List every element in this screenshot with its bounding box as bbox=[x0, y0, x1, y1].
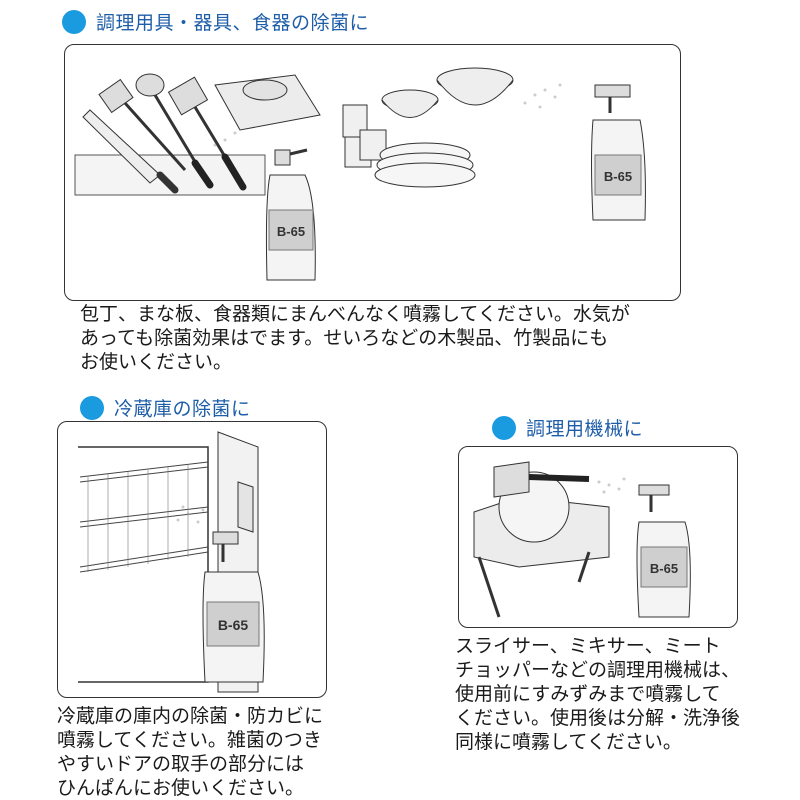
description-line: ください。使用後は分解・洗浄後 bbox=[455, 707, 741, 729]
shelf-wire-icon bbox=[87, 464, 189, 572]
description-line: チョッパーなどの調理用機械は、 bbox=[455, 659, 741, 681]
description-line: 噴霧してください。雑菌のつき bbox=[57, 729, 322, 751]
spray-mist-icon bbox=[176, 505, 205, 524]
slicer-icon bbox=[473, 461, 610, 618]
description-line: ひんぱんにお使いください。 bbox=[57, 777, 305, 799]
shelf-icon bbox=[79, 461, 209, 573]
slicer-illustration: B-65 bbox=[473, 461, 691, 618]
product-label: B-65 bbox=[604, 169, 632, 184]
spray-bottle-icon: B-65 bbox=[591, 84, 646, 221]
bullet-dot-icon bbox=[62, 9, 86, 34]
spatula-icon bbox=[98, 78, 187, 172]
illustration-utensils-panel: B-65 B-65 bbox=[64, 44, 681, 301]
description-line: 使用前にすみずみまで噴霧して bbox=[455, 683, 721, 705]
refrigerator-illustration: B-65 bbox=[78, 431, 265, 693]
tray-icon bbox=[214, 74, 321, 131]
description-line: やすいドアの取手の部分には bbox=[57, 753, 305, 775]
description-line: 冷蔵庫の庫内の除菌・防カビに bbox=[57, 705, 324, 727]
spray-bottle-icon: B-65 bbox=[636, 484, 691, 618]
door-handle-icon bbox=[237, 481, 254, 533]
spray-mist-icon bbox=[597, 477, 626, 494]
machines-description: スライサー、ミキサー、ミート チョッパーなどの調理用機械は、 使用前にすみずみま… bbox=[455, 634, 740, 754]
section-title: 調理用機械に bbox=[526, 418, 644, 440]
section-heading-utensils: 調理用具・器具、食器の除菌に bbox=[62, 8, 369, 35]
product-label: B-65 bbox=[277, 224, 305, 239]
section-heading-machines: 調理用機械に bbox=[492, 414, 643, 441]
section-title: 調理用具・器具、食器の除菌に bbox=[96, 12, 370, 34]
description-line: 同様に噴霧してください。 bbox=[455, 731, 682, 753]
dish-stack-icon bbox=[374, 67, 514, 188]
description-line: お使いください。 bbox=[80, 351, 233, 373]
description-line: 包丁、まな板、食器類にまんべんなく噴霧してください。水気が bbox=[80, 303, 630, 325]
utensils-dishes-illustration: B-65 B-65 bbox=[74, 67, 646, 281]
spray-mist-icon bbox=[213, 83, 562, 147]
description-line: スライサー、ミキサー、ミート bbox=[455, 635, 721, 657]
illustration-refrigerator-panel: B-65 bbox=[57, 421, 327, 698]
cup-icon bbox=[342, 104, 387, 168]
spray-bottle-icon: B-65 bbox=[265, 148, 316, 281]
section-heading-refrigerator: 冷蔵庫の除菌に bbox=[80, 394, 251, 421]
product-label: B-65 bbox=[218, 617, 249, 633]
knife-icon bbox=[82, 109, 179, 194]
utensils-description: 包丁、まな板、食器類にまんべんなく噴霧してください。水気が あっても除菌効果はで… bbox=[80, 302, 630, 374]
section-title: 冷蔵庫の除菌に bbox=[114, 398, 251, 420]
refrigerator-description: 冷蔵庫の庫内の除菌・防カビに 噴霧してください。雑菌のつき やすいドアの取手の部… bbox=[57, 704, 323, 800]
product-label: B-65 bbox=[650, 561, 678, 576]
bullet-dot-icon bbox=[492, 415, 516, 440]
spray-bottle-icon: B-65 bbox=[202, 531, 265, 683]
illustration-slicer-panel: B-65 bbox=[458, 446, 738, 628]
ladle-icon bbox=[135, 73, 214, 189]
description-line: あっても除菌効果はでます。せいろなどの木製品、竹製品にも bbox=[80, 327, 609, 349]
bullet-dot-icon bbox=[80, 395, 104, 420]
turner-icon bbox=[167, 76, 247, 191]
